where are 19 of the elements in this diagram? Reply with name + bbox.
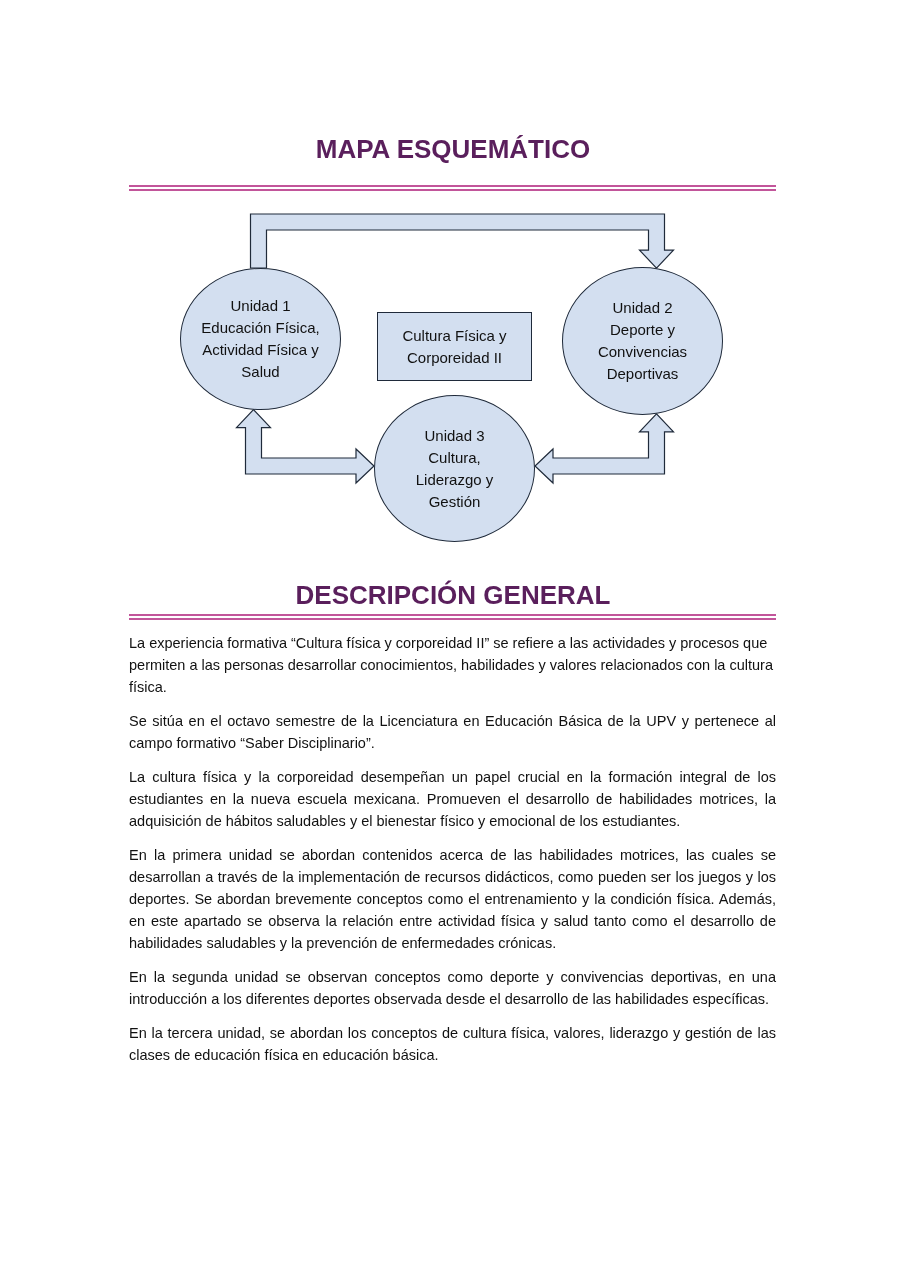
- paragraph: En la tercera unidad, se abordan los conceptos de cultura física, valores, liderazgo y gestión de las clases de educación física en educación básica.: [129, 1024, 776, 1065]
- block-arrow: [235, 408, 375, 485]
- paragraph: En la primera unidad se abordan contenidos acerca de las habilidades motrices, las cuales se desarrollan a través de la implementación de recursos didácticos, como pueden ser los juegos y los deportes. Se abordan brevemente conceptos como el entrenamiento y la condición física. Además, en este apartado se observa la relación entre actividad física y salud tanto como el desarrollo de habilidades saludables y la prevención de enfermedades crónicas.: [129, 846, 776, 953]
- node-text: Unidad 2: [612, 298, 673, 318]
- block-arrow: [534, 413, 675, 485]
- node-text: Deporte y Convivencias Deportivas: [596, 320, 689, 384]
- node-text: Unidad 1: [230, 296, 291, 316]
- node-text: Cultura, Liderazgo y Gestión: [414, 447, 495, 512]
- node-text: Educación Física, Actividad Física y Salud: [200, 318, 321, 382]
- topic-box: [377, 312, 532, 381]
- paragraph: En la segunda unidad se observan conceptos como deporte y convivencias deportivas, en una introducción a los diferentes deportes observada desde el desarrollo de las habilidades específicas.: [129, 968, 776, 1009]
- node-text: Cultura Física y Corporeidad II: [401, 325, 508, 368]
- node-text: Unidad 3: [424, 425, 485, 446]
- paragraph: La cultura física y la corporeidad desempeñan un papel crucial en la formación integral de los estudiantes en la nueva escuela mexicana. Promueven el desarrollo de habilidades motrices, la adquisición de hábitos saludables y el bienestar físico y emocional de los estudiantes.: [129, 768, 776, 831]
- paragraph: La experiencia formativa “Cultura física y corporeidad II” se refiere a las actividades y procesos que permiten a las personas desarrollar conocimientos, habilidades y valores relacionados con la cultura física.: [129, 634, 774, 697]
- block-arrow: [249, 213, 675, 269]
- title: MAPA ESQUEMÁTICO: [314, 133, 592, 166]
- paragraph: Se sitúa en el octavo semestre de la Licenciatura en Educación Básica de la UPV y pertenece al campo formativo “Saber Disciplinario”.: [129, 712, 776, 753]
- section-heading: DESCRIPCIÓN GENERAL: [294, 579, 612, 612]
